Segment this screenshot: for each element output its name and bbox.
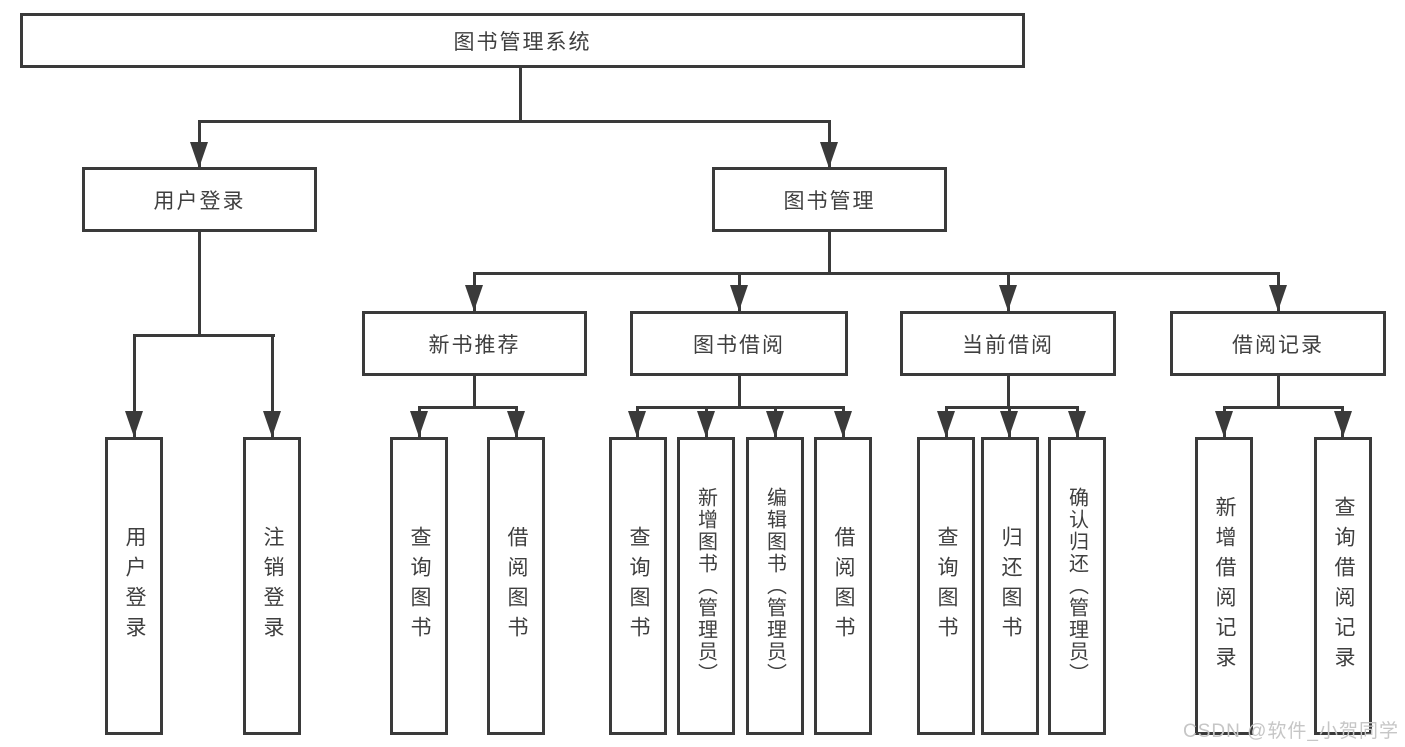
connector-root-drop (519, 68, 522, 122)
connector-records-bar (1223, 406, 1344, 409)
connector-bookborrow-drop (738, 376, 741, 409)
node-current-borrowing: 当前借阅 (900, 311, 1116, 376)
node-root-title: 图书管理系统 (20, 13, 1025, 68)
connector-currentborrow-bar (945, 406, 1079, 409)
arrowhead-icon (1269, 285, 1287, 311)
connector-level2-bar (198, 120, 831, 123)
leaf-borrow-edit-admin: 编辑图书（管理员） (746, 437, 804, 735)
connector-newbooks-drop (473, 376, 476, 409)
connector-user-login-drop (198, 232, 201, 337)
arrowhead-icon (1068, 411, 1086, 437)
arrowhead-icon (697, 411, 715, 437)
connector-stem (133, 334, 136, 437)
node-new-book-recommend: 新书推荐 (362, 311, 587, 376)
arrowhead-icon (410, 411, 428, 437)
arrowhead-icon (125, 411, 143, 437)
arrowhead-icon (766, 411, 784, 437)
arrowhead-icon (190, 142, 208, 168)
connector-bookborrow-bar (636, 406, 845, 409)
arrowhead-icon (263, 411, 281, 437)
arrowhead-icon (628, 411, 646, 437)
arrowhead-icon (1000, 411, 1018, 437)
leaf-borrow-query: 查询图书 (609, 437, 667, 735)
leaf-current-query: 查询图书 (917, 437, 975, 735)
node-book-management: 图书管理 (712, 167, 947, 232)
leaf-newbooks-query: 查询图书 (390, 437, 448, 735)
leaf-logout: 注销登录 (243, 437, 301, 735)
arrowhead-icon (1215, 411, 1233, 437)
node-book-borrowing: 图书借阅 (630, 311, 848, 376)
leaf-records-query: 查询借阅记录 (1314, 437, 1372, 735)
arrowhead-icon (507, 411, 525, 437)
connector-user-login-bar (133, 334, 275, 337)
arrowhead-icon (834, 411, 852, 437)
connector-newbooks-bar (418, 406, 518, 409)
node-borrow-records: 借阅记录 (1170, 311, 1386, 376)
connector-currentborrow-drop (1007, 376, 1010, 409)
leaf-borrow-add-admin: 新增图书（管理员） (677, 437, 735, 735)
arrowhead-icon (999, 285, 1017, 311)
leaf-user-login: 用户登录 (105, 437, 163, 735)
leaf-records-add: 新增借阅记录 (1195, 437, 1253, 735)
leaf-current-confirm-admin: 确认归还（管理员） (1048, 437, 1106, 735)
connector-stem (271, 334, 274, 437)
leaf-borrow-borrow: 借阅图书 (814, 437, 872, 735)
arrowhead-icon (937, 411, 955, 437)
leaf-current-return: 归还图书 (981, 437, 1039, 735)
arrowhead-icon (820, 142, 838, 168)
csdn-watermark: CSDN @软件_小贺同学 (1183, 721, 1399, 742)
connector-records-drop (1277, 376, 1280, 409)
connector-book-mgmt-drop (828, 232, 831, 275)
leaf-newbooks-borrow: 借阅图书 (487, 437, 545, 735)
arrowhead-icon (1334, 411, 1352, 437)
arrowhead-icon (730, 285, 748, 311)
node-user-login: 用户登录 (82, 167, 317, 232)
arrowhead-icon (465, 285, 483, 311)
connector-level3-bar (473, 272, 1280, 275)
